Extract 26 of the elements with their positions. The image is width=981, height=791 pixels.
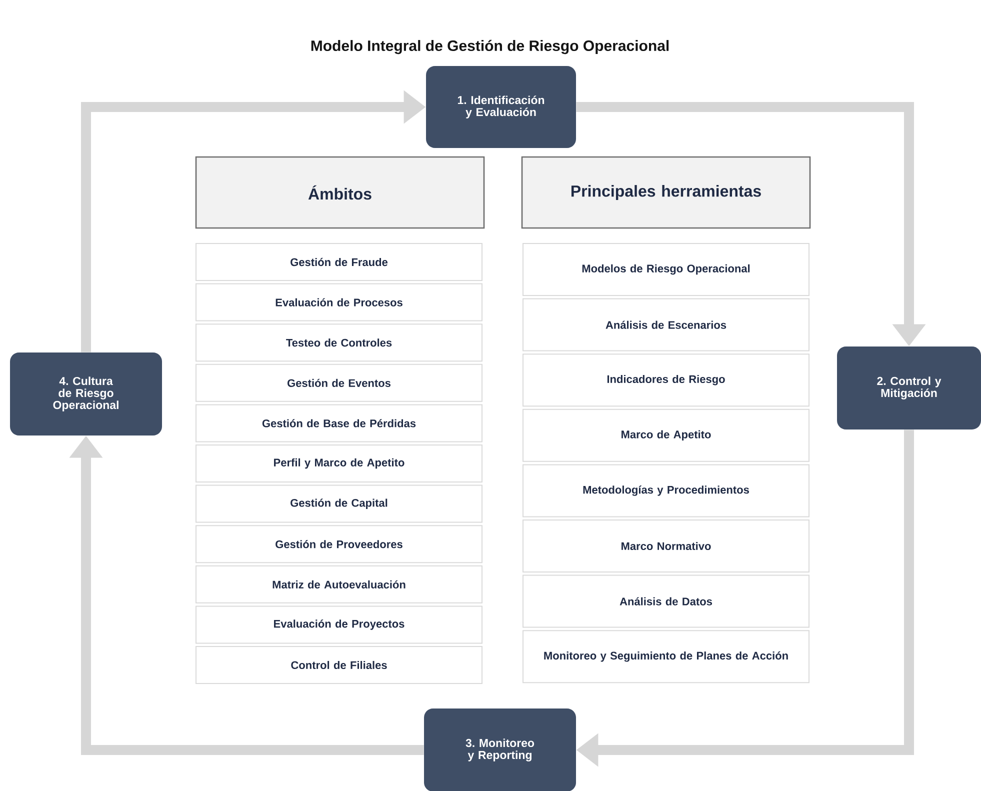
list-item-box: Gestión de Eventos	[196, 364, 482, 402]
list-item-box: Gestión de Proveedores	[196, 525, 482, 564]
list-item-box: Metodologías y Procedimientos	[522, 464, 810, 518]
column-header-box: Ámbitos	[195, 156, 485, 229]
list-item-box: Análisis de Datos	[522, 574, 810, 628]
list-item-box: Evaluación de Procesos	[196, 283, 482, 322]
list-item-box: Gestión de Fraude	[196, 243, 482, 281]
step-box: 1. Identificación y Evaluación	[426, 66, 576, 148]
list-item-box: Control de Filiales	[196, 646, 482, 684]
list-item-box: Evaluación de Proyectos	[196, 606, 482, 644]
list-item-box: Marco de Apetito	[522, 408, 810, 462]
list-item-box: Gestión de Base de Pérdidas	[196, 404, 482, 442]
list-item-box: Matriz de Autoevaluación	[196, 565, 482, 604]
list-item-box: Análisis de Escenarios	[522, 298, 810, 352]
list-item-box: Indicadores de Riesgo	[522, 354, 810, 407]
title: Modelo Integral de Gestión de Riesgo Operacional	[311, 40, 669, 54]
list-item-box: Marco Normativo	[522, 520, 810, 572]
list-item-box: Gestión de Capital	[196, 484, 482, 523]
list-item-box: Monitoreo y Seguimiento de Planes de Acción	[522, 630, 810, 684]
list-item-box: Perfil y Marco de Apetito	[196, 444, 482, 482]
column-header-box: Principales herramientas	[521, 156, 811, 229]
list-item-box: Modelos de Riesgo Operacional	[522, 243, 810, 296]
list-item-box: Testeo de Controles	[196, 324, 482, 362]
step-box: 2. Control y Mitigación	[837, 346, 981, 430]
step-box: 3. Monitoreo y Reporting	[424, 708, 576, 791]
step-box: 4. Cultura de Riesgo Operacional	[10, 352, 162, 436]
